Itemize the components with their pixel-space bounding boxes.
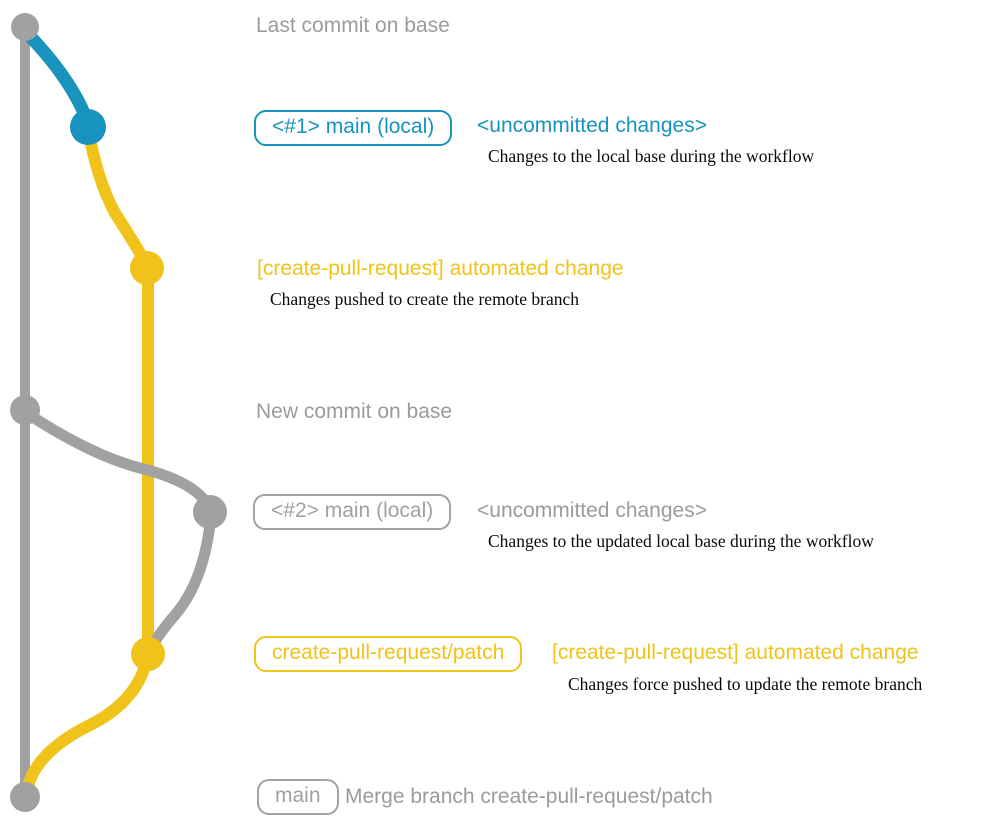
commit-dot-merge-commit	[10, 782, 40, 812]
main-badge: main	[257, 779, 339, 815]
last-commit-on-base-label: Last commit on base	[256, 14, 450, 37]
create-pull-request-patch-branch-line	[82, 122, 154, 658]
automated-change-1-note: Changes pushed to create the remote bran…	[270, 289, 580, 309]
uncommitted-changes-1-note: Changes to the local base during the wor…	[488, 146, 815, 166]
commit-dot-last-commit-on-base	[11, 13, 39, 41]
main-local-2-to-patch-curve	[144, 509, 217, 658]
uncommitted-changes-2-message: <uncommitted changes>	[477, 499, 707, 522]
merge-branch-message: Merge branch create-pull-request/patch	[345, 785, 713, 808]
commit-dot-automated-change-2	[131, 637, 165, 671]
create-pull-request-patch-badge: create-pull-request/patch	[254, 636, 523, 672]
commit-dot-main-local-1	[70, 109, 106, 145]
commit-dot-automated-change-1	[130, 251, 164, 285]
automated-change-2-message: [create-pull-request] automated change	[552, 641, 919, 664]
main-local-2-badge: <#2> main (local)	[253, 494, 452, 530]
main-local-1-branch-curve	[19, 25, 95, 131]
patch-to-merge-curve	[21, 648, 154, 796]
automated-change-2-note: Changes force pushed to update the remot…	[568, 674, 923, 694]
base-to-main-local-2-curve	[19, 406, 216, 516]
automated-change-1-message: [create-pull-request] automated change	[257, 257, 624, 280]
uncommitted-changes-2-note: Changes to the updated local base during…	[488, 531, 874, 551]
commit-dot-main-local-2	[193, 495, 227, 529]
uncommitted-changes-1-message: <uncommitted changes>	[477, 114, 707, 137]
main-local-1-badge: <#1> main (local)	[254, 110, 453, 146]
new-commit-on-base-label: New commit on base	[256, 400, 453, 423]
commit-dot-new-commit-on-base	[10, 395, 40, 425]
